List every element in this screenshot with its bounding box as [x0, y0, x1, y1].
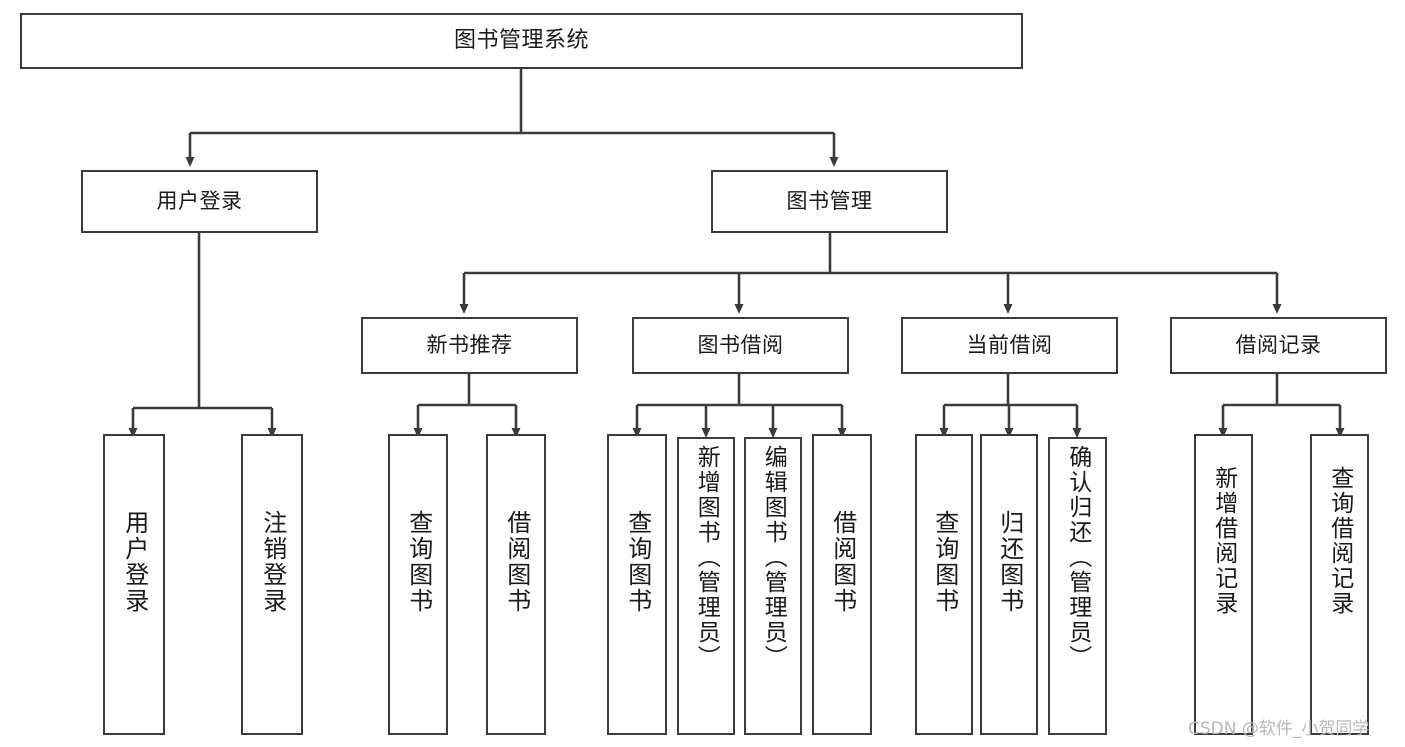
node-leaf-user-login[interactable]: 用户登录 — [103, 434, 165, 735]
node-label: 编辑图书（管理员） — [760, 445, 787, 670]
node-label: 查询图书 — [404, 510, 433, 614]
node-label: 图书管理 — [786, 189, 873, 214]
node-label: 新增图书（管理员） — [693, 445, 720, 670]
node-leaf-query-book-borrow[interactable]: 查询图书 — [607, 434, 667, 735]
node-label: 确认归还（管理员） — [1064, 445, 1091, 670]
node-borrow-record[interactable]: 借阅记录 — [1170, 317, 1387, 374]
node-leaf-edit-book-admin[interactable]: 编辑图书（管理员） — [744, 437, 802, 735]
node-leaf-query-borrow-record[interactable]: 查询借阅记录 — [1310, 434, 1369, 735]
csdn-watermark: CSDN @软件_小贺同学 — [1188, 719, 1370, 739]
node-label: 图书管理系统 — [453, 28, 589, 54]
node-label: 用户登录 — [120, 510, 149, 614]
node-leaf-return-book[interactable]: 归还图书 — [980, 434, 1038, 735]
node-leaf-add-book-admin[interactable]: 新增图书（管理员） — [677, 437, 735, 735]
node-label: 新书推荐 — [426, 333, 513, 358]
node-leaf-query-book-recommend[interactable]: 查询图书 — [388, 434, 448, 735]
node-leaf-borrow-book[interactable]: 借阅图书 — [812, 434, 872, 735]
node-label: 当前借阅 — [966, 333, 1053, 358]
node-leaf-borrow-book-recommend[interactable]: 借阅图书 — [486, 434, 546, 735]
node-label: 查询借阅记录 — [1326, 466, 1353, 616]
node-label: 新增借阅记录 — [1210, 466, 1237, 616]
node-leaf-query-book-current[interactable]: 查询图书 — [915, 434, 973, 735]
node-label: 借阅图书 — [828, 510, 857, 614]
node-user-login[interactable]: 用户登录 — [81, 170, 318, 233]
node-book-management[interactable]: 图书管理 — [711, 170, 948, 233]
node-label: 借阅图书 — [502, 510, 531, 614]
node-label: 注销登录 — [258, 510, 287, 614]
node-current-borrow[interactable]: 当前借阅 — [901, 317, 1118, 374]
node-label: 归还图书 — [995, 510, 1024, 614]
node-label: 借阅记录 — [1235, 333, 1322, 358]
node-leaf-logout[interactable]: 注销登录 — [241, 434, 303, 735]
node-label: 用户登录 — [156, 189, 243, 214]
node-new-book-recommend[interactable]: 新书推荐 — [361, 317, 578, 374]
node-leaf-confirm-return-admin[interactable]: 确认归还（管理员） — [1048, 437, 1107, 735]
node-label: 查询图书 — [623, 510, 652, 614]
node-book-borrow[interactable]: 图书借阅 — [632, 317, 849, 374]
node-root-library-system[interactable]: 图书管理系统 — [20, 13, 1023, 69]
node-leaf-add-borrow-record[interactable]: 新增借阅记录 — [1194, 434, 1253, 735]
node-label: 图书借阅 — [697, 333, 784, 358]
node-label: 查询图书 — [930, 510, 959, 614]
